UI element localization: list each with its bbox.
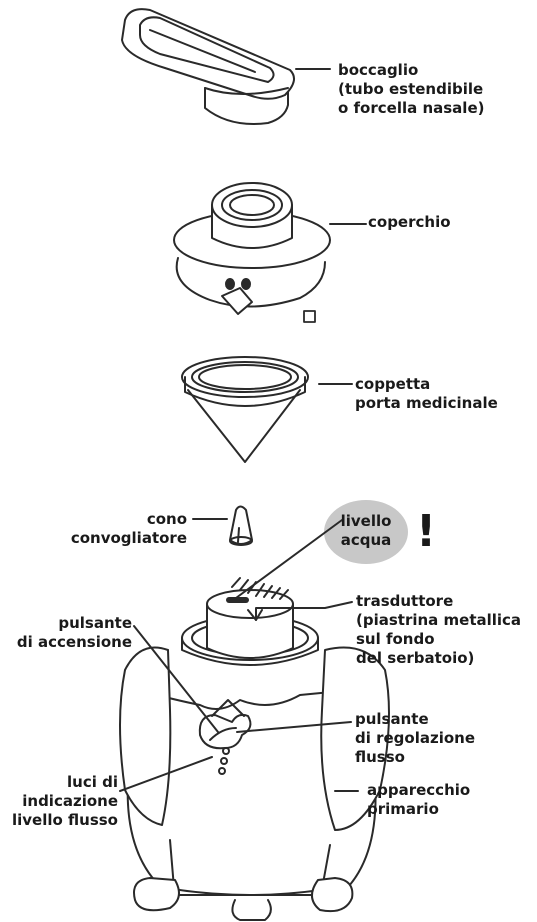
label-livello-line1: livello (340, 512, 392, 530)
label-apparecchio-line1: apparecchio (367, 781, 471, 799)
label-coperchio-line1: coperchio (368, 213, 451, 231)
label-boccaglio-line2: (tubo estendibile (338, 80, 484, 98)
label-trasduttore-line2: (piastrina metallica (356, 611, 522, 629)
label-cono-line1: cono (146, 510, 187, 528)
medicine-cup-drawing (181, 356, 309, 463)
label-boccaglio-line1: boccaglio (338, 61, 419, 79)
label-trasduttore-line4: del serbatoio) (356, 649, 475, 667)
label-regolazione-line1: pulsante (355, 710, 429, 728)
label-coperchio: coperchio (368, 213, 451, 232)
label-luci-line3: livello flusso (11, 811, 118, 829)
label-luci: luci di indicazione livello flusso (12, 773, 118, 830)
label-pulsante-regolazione: pulsante di regolazione flusso (355, 710, 475, 767)
mouthpiece-drawing (121, 8, 295, 125)
warning-icon: ! (416, 506, 437, 557)
label-luci-line2: indicazione (22, 792, 118, 810)
label-cono: cono convogliatore (71, 510, 187, 548)
cover-drawing (173, 182, 331, 323)
label-coppetta-line1: coppetta (355, 375, 431, 393)
label-regolazione-line2: di regolazione (355, 729, 476, 747)
label-boccaglio-line3: o forcella nasale) (338, 99, 485, 117)
label-coppetta: coppetta porta medicinale (355, 375, 498, 413)
label-trasduttore: trasduttore (piastrina metallica sul fon… (356, 592, 521, 668)
label-luci-line1: luci di (67, 773, 118, 791)
main-unit-drawing (119, 577, 390, 921)
label-apparecchio-line2: primario (367, 800, 439, 818)
cone-drawing (229, 505, 253, 546)
water-level-bubble (324, 500, 408, 564)
label-boccaglio: boccaglio (tubo estendibile o forcella n… (338, 61, 484, 118)
label-livello-acqua: livello acqua (331, 512, 401, 550)
label-regolazione-line3: flusso (355, 748, 405, 766)
label-cono-line2: convogliatore (70, 529, 187, 547)
label-trasduttore-line1: trasduttore (356, 592, 454, 610)
label-coppetta-line2: porta medicinale (355, 394, 498, 412)
label-accensione-line1: pulsante (58, 614, 132, 632)
label-pulsante-accensione: pulsante di accensione (17, 614, 132, 652)
label-accensione-line2: di accensione (16, 633, 132, 651)
label-trasduttore-line3: sul fondo (356, 630, 435, 648)
label-apparecchio: apparecchio primario (367, 781, 470, 819)
leader-lines (119, 68, 367, 792)
label-livello-line2: acqua (340, 531, 392, 549)
